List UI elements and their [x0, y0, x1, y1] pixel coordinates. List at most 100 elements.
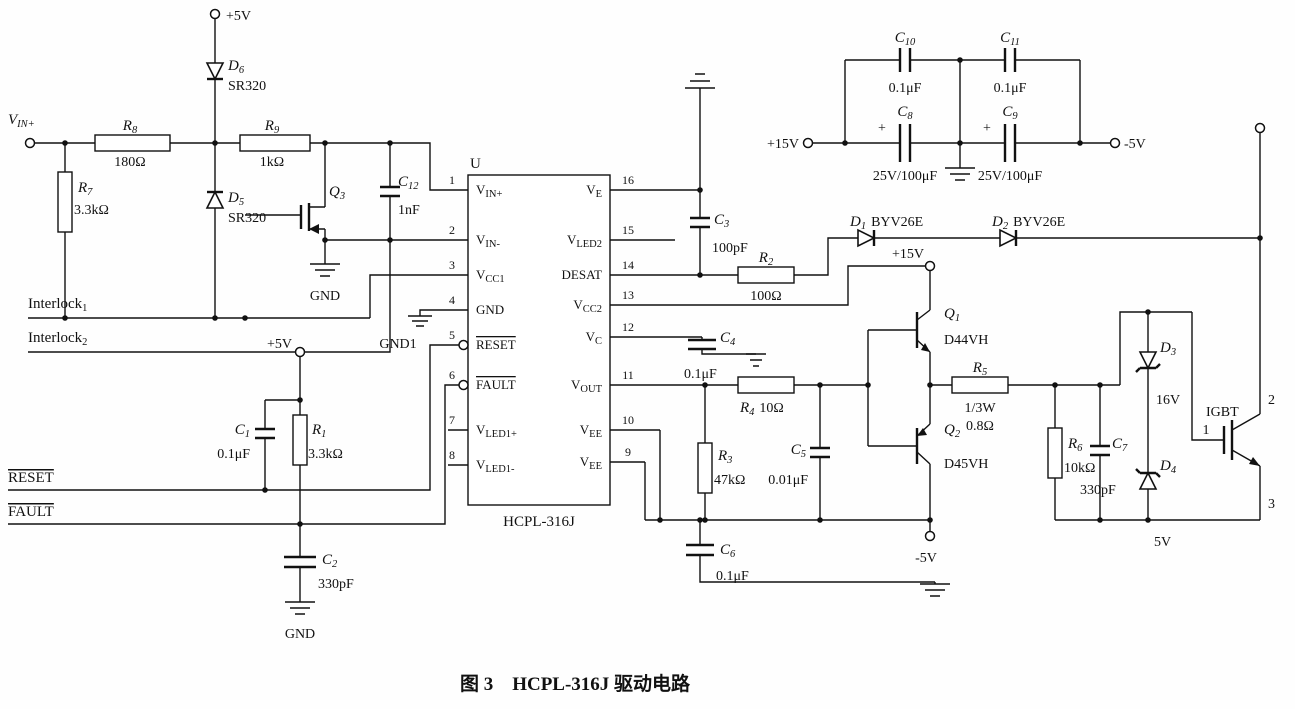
q1-value: D44VH — [944, 333, 988, 348]
semiconductors — [205, 62, 1260, 490]
d3-value: 16V — [1156, 393, 1180, 408]
q2-value: D45VH — [944, 457, 988, 472]
p5v-mid-label: +5V — [267, 337, 292, 352]
c12-plates — [380, 185, 400, 198]
c2-plates — [284, 555, 316, 569]
c5-value: 0.01μF — [768, 473, 808, 488]
c10-value: 0.1μF — [889, 81, 922, 96]
ic-pin6-num: 6 — [449, 368, 455, 382]
r8-ref: R8 — [122, 118, 138, 136]
r9-value: 1kΩ — [260, 155, 284, 170]
igbt-pin1-label: 1 — [1203, 423, 1210, 438]
r6-body — [1047, 427, 1063, 479]
m5v-drive-label: -5V — [915, 551, 937, 566]
c5-ref: C5 — [791, 442, 806, 460]
fault-net-label: FAULT — [8, 504, 54, 520]
d2-diode — [999, 228, 1018, 248]
ic-pin12-label: VC — [586, 329, 602, 347]
ic-pin16-num: 16 — [622, 173, 634, 187]
c2-value: 330pF — [318, 577, 354, 592]
ic-pin9-num: 9 — [625, 445, 631, 459]
m5v-caps-label: -5V — [1124, 137, 1146, 152]
terminal-m5v-drive — [924, 530, 936, 542]
r6-ref: R6 — [1067, 436, 1083, 454]
terminals — [24, 8, 1266, 542]
r5-power: 1/3W — [964, 401, 996, 416]
c4-value: 0.1μF — [684, 367, 717, 382]
igbt-pin3-label: 3 — [1268, 497, 1275, 512]
junction-dots — [62, 57, 1263, 527]
ic-designator: U — [470, 156, 481, 172]
ic-pin3-num: 3 — [449, 258, 455, 272]
wires — [8, 19, 1261, 602]
r1-body — [292, 414, 308, 466]
r1-ref: R1 — [311, 422, 326, 440]
r8-value: 180Ω — [114, 155, 145, 170]
figure-caption: 图 3 HCPL-316J 驱动电路 — [460, 672, 691, 695]
c5-plates — [810, 446, 830, 459]
ic-pin1-num: 1 — [449, 173, 455, 187]
c4-plates — [688, 338, 716, 351]
pin5-inversion-bubble — [458, 339, 469, 351]
ic-pin12-num: 12 — [622, 320, 634, 334]
ic-pin14-num: 14 — [622, 258, 634, 272]
igbt-label: IGBT — [1206, 405, 1239, 420]
c12-ref: C12 — [398, 174, 419, 192]
d3-zener — [1138, 351, 1158, 370]
r2-value: 100Ω — [750, 289, 781, 304]
gnd-c2-label: GND — [285, 627, 315, 642]
terminal-vin — [24, 137, 36, 149]
r3-ref: R3 — [717, 448, 732, 466]
ic-pin16-label: VE — [586, 182, 602, 200]
c8-ref: C8 — [897, 104, 913, 122]
p15v-drive-label: +15V — [892, 247, 924, 262]
d5-value: SR320 — [228, 211, 266, 226]
terminal-15v-drive — [924, 260, 936, 272]
c4-ref: C4 — [720, 330, 736, 348]
ic-pin10-num: 10 — [622, 413, 634, 427]
r7-value: 3.3kΩ — [74, 203, 109, 218]
q3-ref: Q3 — [329, 184, 345, 202]
r7-ref: R7 — [77, 180, 93, 198]
ic-pin15-label: VLED2 — [567, 232, 602, 250]
c3-value: 100pF — [712, 241, 748, 256]
c7-ref: C7 — [1112, 436, 1128, 454]
c6-ref: C6 — [720, 542, 736, 560]
pin6-inversion-bubble — [458, 379, 469, 391]
ic-outline — [467, 174, 611, 506]
r9-ref: R9 — [264, 118, 280, 136]
ic-pin5-num: 5 — [449, 328, 455, 342]
r8-body — [94, 134, 171, 152]
ic-pin11-num: 11 — [622, 368, 634, 382]
q1-ref: Q1 — [944, 306, 960, 324]
p15v-caps-label: +15V — [767, 137, 799, 152]
ground-top-center — [685, 73, 715, 89]
d1-diode — [857, 228, 876, 248]
ground-c2 — [285, 601, 315, 615]
c12-value: 1nF — [398, 203, 420, 218]
terminal-collector-bus — [1254, 122, 1266, 134]
gnd-q3-label: GND — [310, 289, 340, 304]
terminal-15v-caps — [802, 137, 814, 149]
ground-gnd1 — [408, 315, 432, 327]
c7-value: 330pF — [1080, 483, 1116, 498]
r7-body — [57, 171, 73, 233]
d4-ref: D4 — [1159, 458, 1177, 476]
resistor-bodies — [57, 134, 1063, 494]
ic-pin2-num: 2 — [449, 223, 455, 237]
d4-value: 5V — [1154, 535, 1171, 550]
r3-body — [697, 442, 713, 494]
d4-zener — [1138, 471, 1158, 490]
terminal-m5v-caps — [1109, 137, 1121, 149]
c8-polarity: + — [878, 121, 886, 136]
r2-ref: R2 — [758, 250, 774, 268]
d5-diode — [205, 190, 225, 209]
ic-pin1-label: VIN+ — [476, 182, 502, 200]
ground-symbols — [285, 73, 975, 615]
d6-diode — [205, 62, 225, 81]
r1-value: 3.3kΩ — [308, 447, 343, 462]
q3-arrow — [309, 224, 319, 234]
r2-body — [737, 266, 795, 284]
reset-net-label: RESET — [8, 470, 54, 486]
